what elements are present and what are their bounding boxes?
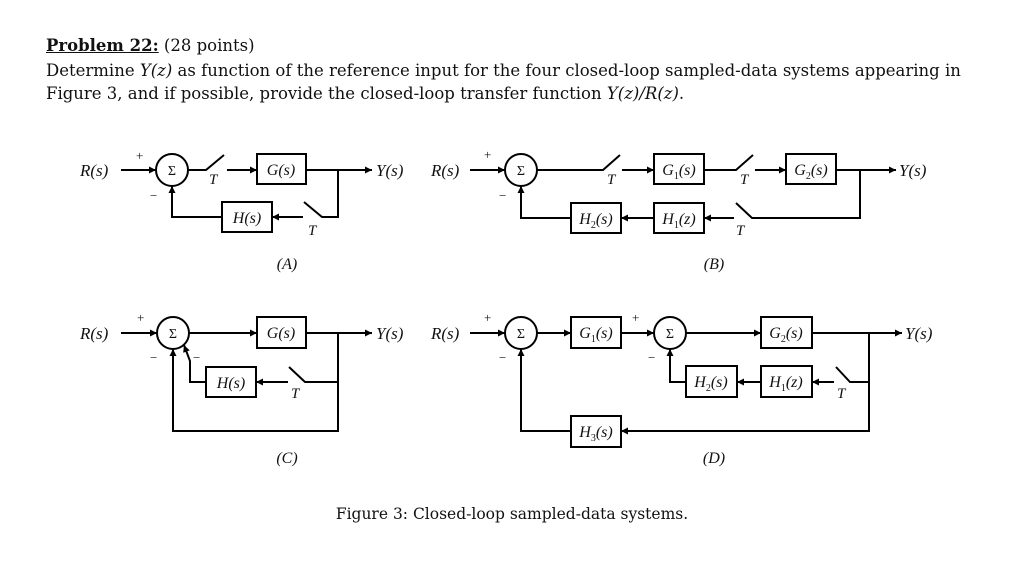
input-label: R(s)	[430, 324, 460, 343]
block-g1	[653, 153, 705, 185]
minus-sign: −	[648, 350, 655, 365]
block-label: G2(s)	[794, 162, 827, 182]
problem-text: Determine Y(z) as function of the refere…	[46, 59, 996, 105]
block-label: H2(s)	[693, 374, 727, 394]
output-label: Y(s)	[376, 161, 404, 180]
block-h1	[653, 202, 705, 234]
plus-sign: +	[484, 310, 491, 325]
feedback-sampler-switch	[735, 170, 861, 219]
feedback-sampler-switch	[288, 333, 339, 383]
diagram-b: R(s) + − Σ T G1(s) T G2(s) Y(s) T H1(z) …	[430, 147, 927, 273]
text-segment: as function of the reference input for t…	[46, 61, 961, 103]
sampler-label: T	[209, 172, 219, 188]
diagram-label: (D)	[703, 450, 725, 467]
diagram-d: R(s) + − Σ G1(s) + − Σ G2(s) Y(s) T H1(z…	[430, 310, 933, 467]
outer-feedback-arrow	[621, 382, 870, 435]
feedback-arrow	[168, 186, 222, 218]
output-label: Y(s)	[376, 324, 404, 343]
minus-sign: −	[499, 188, 506, 203]
problem-statement: Problem 22: (28 points) Determine Y(z) a…	[46, 36, 996, 105]
block-g	[256, 153, 307, 185]
block-label: H3(s)	[578, 424, 612, 444]
sampler-label: T	[607, 172, 617, 188]
block-label: H(s)	[216, 375, 245, 392]
block-label: H1(z)	[768, 374, 802, 394]
output-label: Y(s)	[899, 161, 927, 180]
sampler-label: T	[837, 386, 847, 402]
sigma-symbol: Σ	[666, 327, 674, 342]
input-label: R(s)	[430, 161, 460, 180]
minus-sign: −	[150, 350, 157, 365]
plus-sign: +	[632, 310, 639, 325]
sampler-label: T	[740, 172, 750, 188]
sigma-symbol: Σ	[517, 327, 525, 342]
plus-sign: +	[137, 310, 144, 325]
block-g2	[760, 316, 813, 349]
diagram-label: (C)	[276, 450, 297, 467]
sigma-symbol: Σ	[169, 327, 177, 342]
sigma-symbol: Σ	[517, 164, 525, 179]
unity-feedback-arrow	[169, 349, 339, 432]
block-label: H2(s)	[578, 211, 612, 231]
sampler-switch	[188, 154, 225, 171]
figure-caption: Figure 3: Closed-loop sampled-data syste…	[335, 505, 689, 523]
block-label: G2(s)	[769, 325, 802, 345]
plus-sign: +	[484, 147, 491, 162]
inner-feedback-arrow	[183, 344, 206, 383]
block-g1	[570, 316, 622, 349]
problem-heading: Problem 22: (28 points)	[46, 36, 996, 56]
minus-sign: −	[150, 188, 157, 203]
minus-sign: −	[499, 350, 506, 365]
feedback-arrow	[517, 349, 571, 432]
diagram-a: R(s) + − Σ T G(s) Y(s) T H(s) (A)	[79, 148, 404, 273]
block-h2	[685, 365, 738, 398]
block-label: G(s)	[267, 325, 295, 342]
problem-number: Problem 22:	[46, 36, 159, 55]
block-h3	[570, 415, 622, 448]
plus-sign: +	[136, 148, 143, 163]
sampler-label: T	[291, 386, 301, 402]
minus-sign: −	[193, 350, 200, 365]
problem-points: (28 points)	[163, 36, 255, 55]
input-label: R(s)	[79, 324, 109, 343]
text-segment: .	[678, 84, 685, 103]
text-segment: Determine	[46, 61, 140, 80]
math-transfer-function: Y(z)/R(z)	[606, 84, 679, 103]
sampler-label: T	[308, 223, 318, 239]
diagram-c: R(s) + − − Σ G(s) Y(s) T H(s) (C)	[79, 310, 404, 467]
sigma-symbol: Σ	[168, 164, 176, 179]
sampler-switch	[704, 154, 754, 171]
sampler-switch	[537, 154, 621, 171]
block-label: G1(s)	[579, 325, 612, 345]
block-label: H(s)	[232, 210, 261, 227]
block-label: H1(z)	[661, 211, 695, 231]
diagram-label: (B)	[704, 256, 724, 273]
feedback-sampler-switch	[303, 170, 339, 218]
feedback-arrow	[517, 186, 571, 219]
block-label: G(s)	[267, 162, 295, 179]
inner-feedback-arrow	[666, 349, 686, 383]
sampler-label: T	[736, 223, 746, 239]
input-label: R(s)	[79, 161, 109, 180]
feedback-sampler-switch	[835, 333, 870, 383]
diagram-label: (A)	[277, 256, 297, 273]
output-label: Y(s)	[905, 324, 933, 343]
block-h	[205, 366, 257, 398]
math-yz: Y(z)	[139, 61, 173, 80]
block-label: G1(s)	[662, 162, 695, 182]
